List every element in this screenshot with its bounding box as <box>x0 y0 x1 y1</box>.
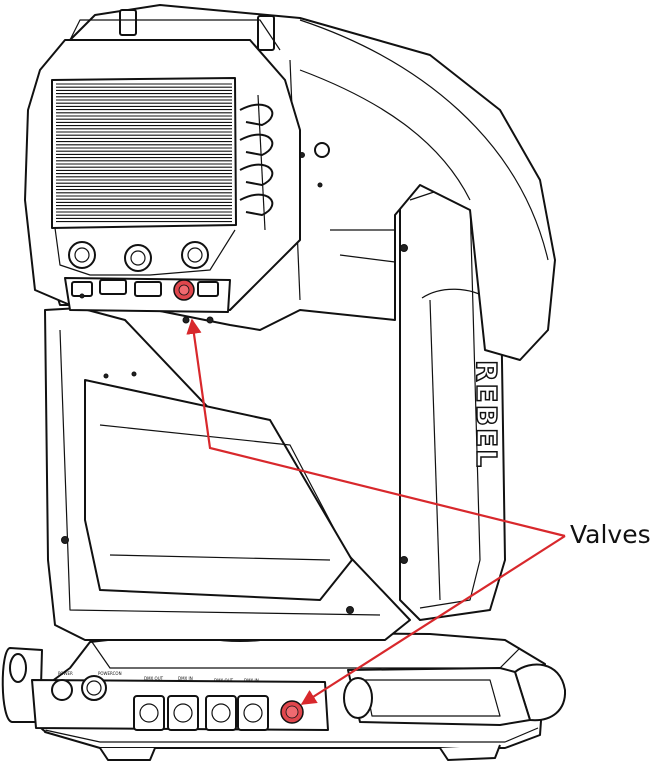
panel-label: POWER <box>58 671 73 676</box>
panel-label: DMX OUT <box>144 676 164 681</box>
heatsink-fins <box>56 83 232 223</box>
head-valve <box>173 279 195 301</box>
panel-label: DMX IN <box>244 678 259 683</box>
yoke: REBEL <box>44 177 506 641</box>
fixture-base: POWER POWERCON DMX OUT DMX IN DMX OUT DM… <box>1 624 567 761</box>
panel-label: DMX IN <box>178 676 193 681</box>
valves-callout-label: Valves <box>570 520 651 549</box>
panel-label: POWERCON <box>98 671 122 676</box>
panel-label: DMX OUT <box>214 678 234 683</box>
fixture-head <box>24 4 556 361</box>
base-valve <box>280 700 304 724</box>
brand-lettering: REBEL <box>470 360 503 469</box>
valve-arrows <box>186 318 566 705</box>
